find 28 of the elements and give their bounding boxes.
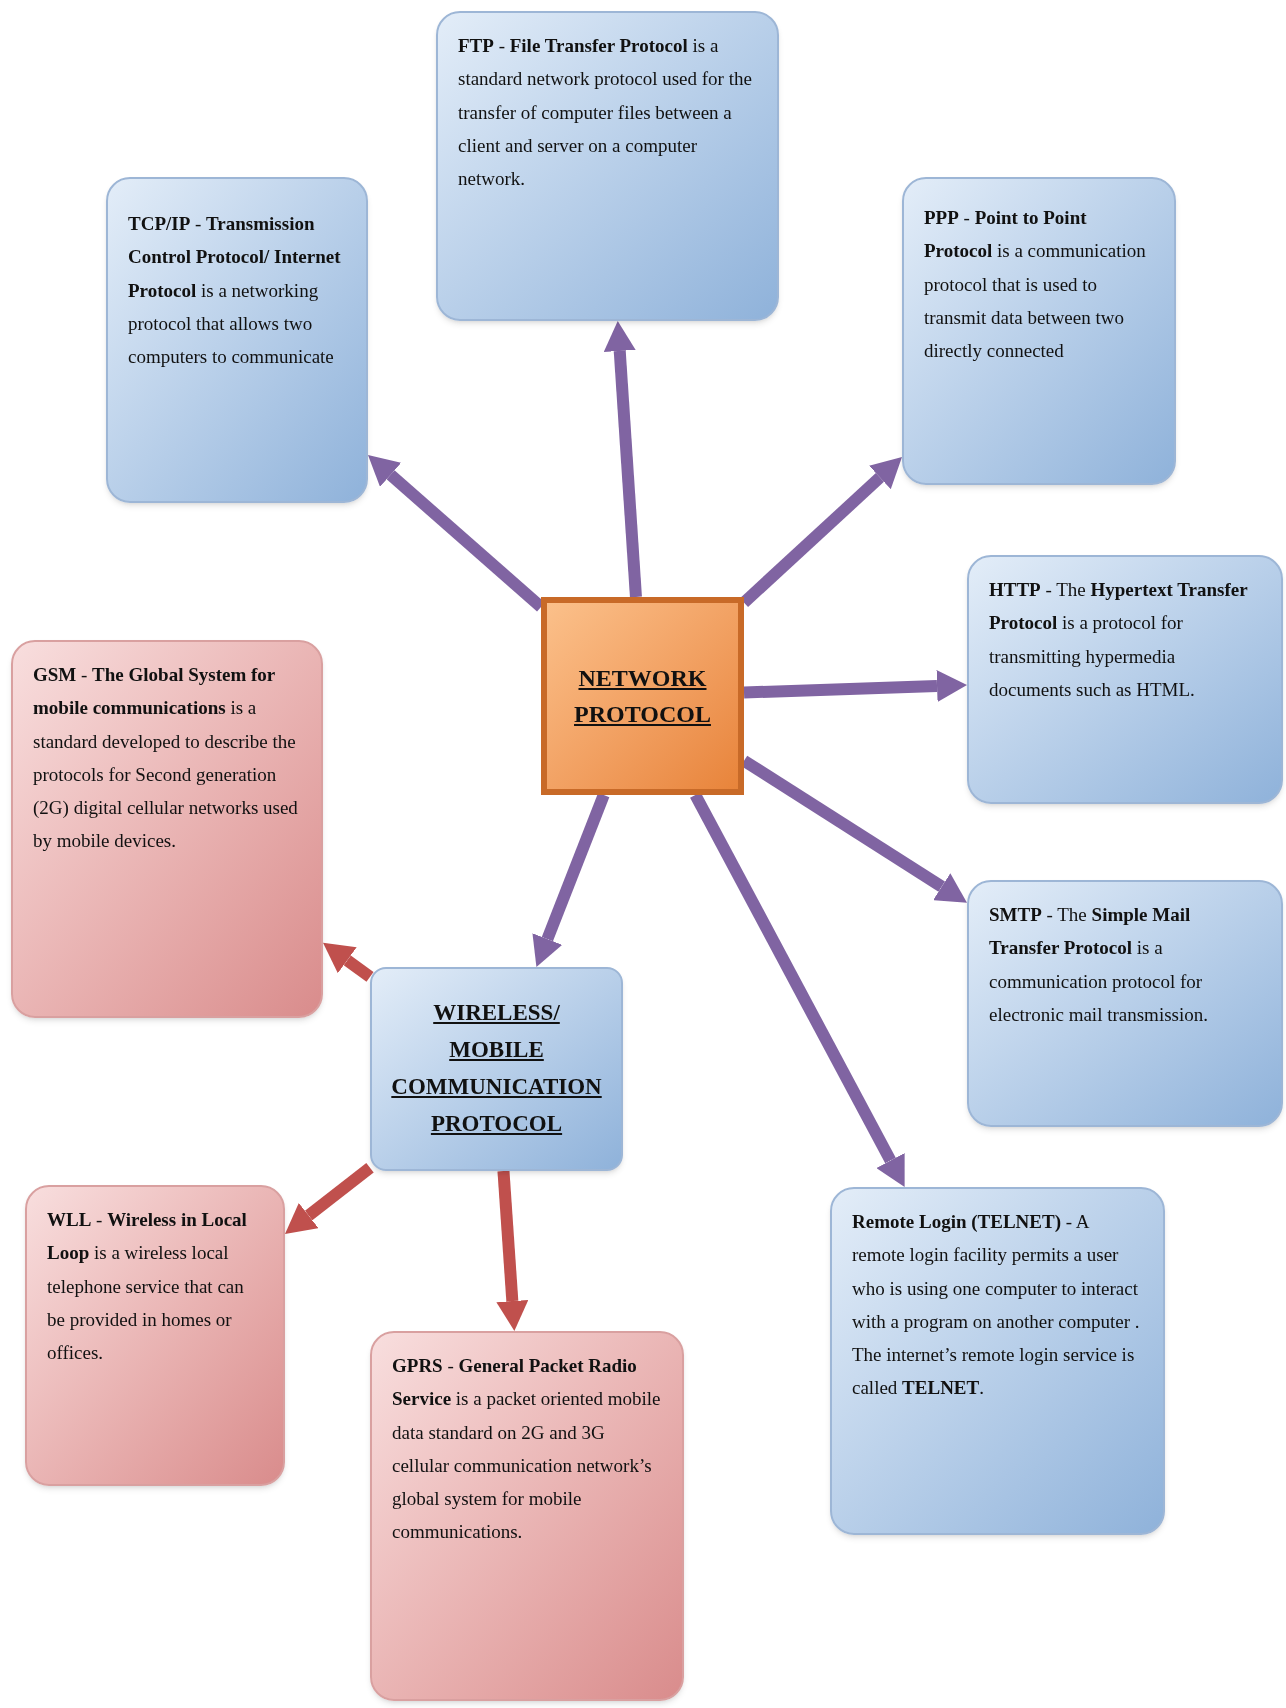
description-text: GPRS - General Packet Radio Service is a packet oriented mobile data standard on 2G and 3G cellular communication network’s global system for mobile communications. xyxy=(392,1354,662,1545)
info-box xyxy=(967,555,1283,804)
description-text: PPP - Point to Point Protocol is a communication protocol that is used to transmit data between two directly connected xyxy=(924,206,1147,363)
curved-arrow xyxy=(285,1163,374,1235)
description-text: TCP/IP - Transmission Control Protocol/ Internet Protocol is a networking protocol that allows two computers to communicate xyxy=(128,212,342,369)
title-box xyxy=(541,597,744,795)
heading-text: WIRELESS/ MOBILE COMMUNICATION PROTOCOL xyxy=(391,999,602,1138)
info-box xyxy=(830,1187,1165,1535)
curved-arrow xyxy=(496,1170,529,1331)
info-box xyxy=(902,177,1176,485)
curved-arrow xyxy=(603,321,642,598)
curved-arrow xyxy=(323,942,374,982)
description-text: Remote Login (TELNET) - A remote login facility permits a user who is using one computer to interact with a program on another computer . The internet’s remote login service is called TELNET. xyxy=(852,1210,1141,1401)
info-box xyxy=(967,880,1283,1127)
info-box xyxy=(370,1331,684,1701)
description-text: WLL - Wireless in Local Loop is a wireless local telephone service that can be provided in homes or offices. xyxy=(47,1208,248,1365)
info-box xyxy=(106,177,368,503)
info-box xyxy=(436,11,779,321)
description-text: FTP - File Transfer Protocol is a standard network protocol used for the transfer of computer files between a client and server on a computer network. xyxy=(458,34,753,191)
info-box xyxy=(11,640,323,1018)
description-text: HTTP - The Hypertext Transfer Protocol is a protocol for transmitting hypermedia documents such as HTML. xyxy=(989,578,1249,702)
heading-box xyxy=(370,967,623,1171)
description-text: SMTP - The Simple Mail Transfer Protocol is a communication protocol for electronic mail transmission. xyxy=(989,903,1209,1027)
description-text: GSM - The Global System for mobile communications is a standard developed to describe the protocols for Second generation (2G) digital cellular networks used by mobile devices. xyxy=(33,663,299,854)
curved-arrow xyxy=(743,669,967,702)
heading-text: NETWORK PROTOCOL xyxy=(573,664,712,729)
info-box xyxy=(25,1185,285,1486)
curved-arrow xyxy=(739,457,902,607)
